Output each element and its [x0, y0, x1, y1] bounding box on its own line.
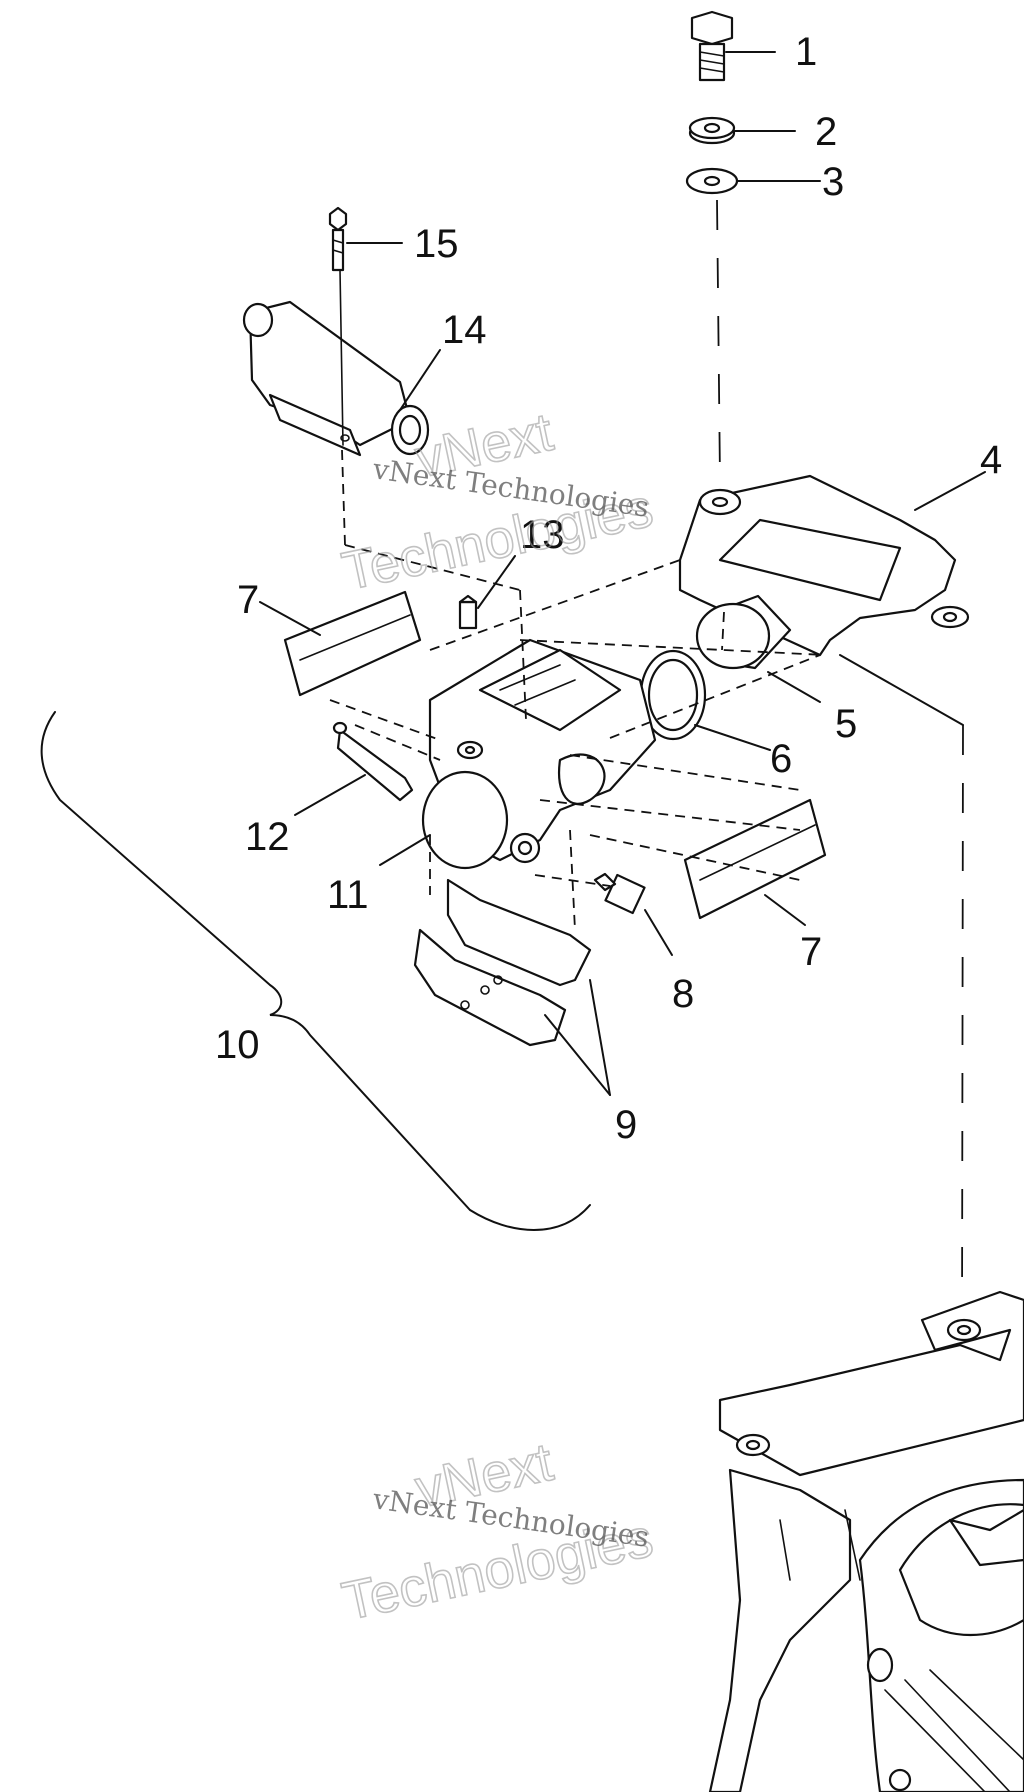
callout-1: 1	[795, 30, 817, 74]
callout-12: 12	[245, 815, 290, 859]
callout-7-upper: 7	[237, 578, 259, 622]
callout-9: 9	[615, 1103, 637, 1147]
callout-3: 3	[822, 160, 844, 204]
part-13-bleeder-screw	[458, 555, 516, 630]
part-9-brake-pads	[413, 878, 611, 1096]
part-6-seal-ring	[639, 649, 771, 751]
callout-8: 8	[672, 972, 694, 1016]
part-12-brake-line	[294, 721, 414, 816]
callout-2: 2	[815, 110, 837, 154]
part-15-screw	[328, 206, 403, 446]
callout-15: 15	[414, 222, 459, 266]
callout-10: 10	[215, 1023, 260, 1067]
callout-13: 13	[520, 513, 565, 557]
part-1-bolt	[690, 10, 776, 82]
callout-labels: 1 2 3 4 5 6 7 7 8 9 10 11 12 13 14 15	[215, 30, 1002, 1147]
assembly-guide-lines	[329, 449, 826, 931]
callout-14: 14	[442, 308, 487, 352]
part-10-assembly-group	[40, 711, 591, 1231]
frame-structure	[708, 1290, 1024, 1792]
part-7-shim-lower	[683, 798, 827, 926]
callout-6: 6	[770, 737, 792, 781]
callout-4: 4	[980, 438, 1002, 482]
part-11-caliper-cylinder	[379, 770, 541, 870]
callout-7-lower: 7	[800, 930, 822, 974]
part-7-shim-upper	[259, 590, 422, 697]
part-2-lock-washer	[688, 116, 796, 145]
part-3-flat-washer	[685, 167, 821, 195]
callout-11: 11	[327, 873, 369, 917]
part-14-cylinder-tube	[242, 300, 441, 457]
assembly-axis-frame	[839, 654, 964, 1331]
callout-5: 5	[835, 702, 857, 746]
assembly-axis-bolt	[716, 199, 721, 481]
